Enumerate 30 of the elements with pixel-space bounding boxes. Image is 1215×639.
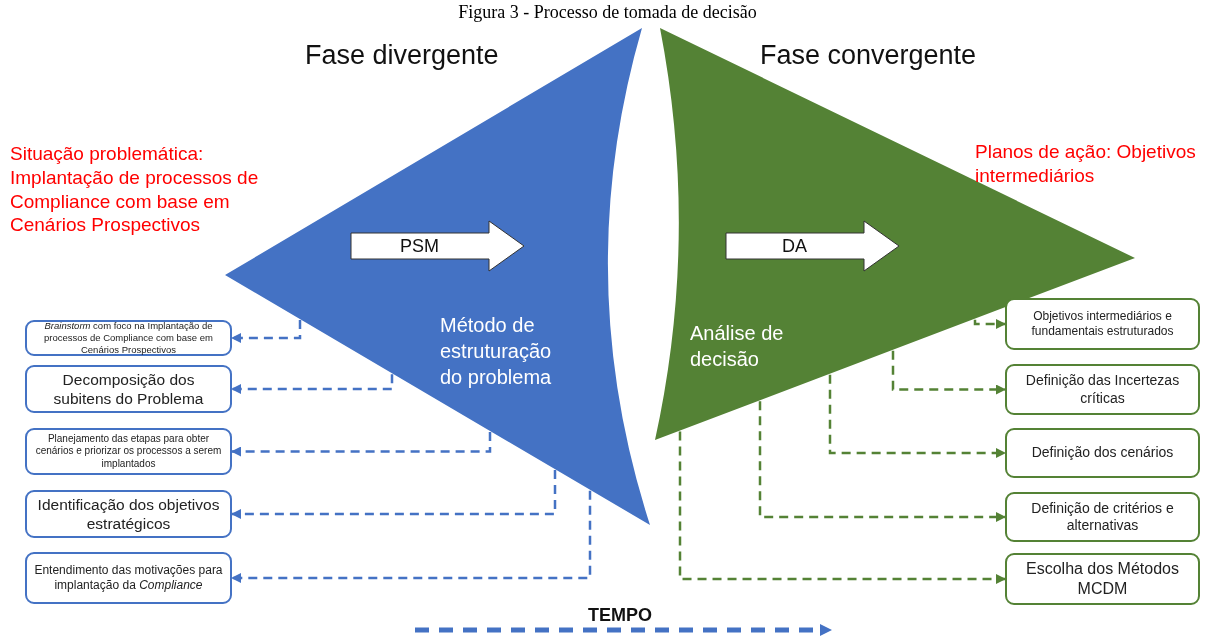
arrow-label: DA (781, 235, 808, 258)
process-box: Decomposição dos subitens do Problema (25, 365, 232, 413)
dashed-arrow (231, 320, 302, 343)
phase-heading: Fase divergente (305, 40, 499, 71)
note-text: Planos de ação: Objetivos intermediários (975, 140, 1197, 188)
dashed-arrow (758, 401, 1006, 522)
arrow-label: PSM (399, 235, 440, 258)
dashed-arrow (973, 319, 1006, 329)
dashed-arrow (231, 490, 592, 583)
process-box: Definição das Incertezas críticas (1005, 364, 1200, 415)
process-box: Brainstorm com foco na Implantação de processos de Compliance com base em Cenários Prospectivos (25, 320, 232, 356)
dashed-arrow (231, 431, 492, 457)
process-box: Definição dos cenários (1005, 428, 1200, 478)
process-box: Objetivos intermediários e fundamentais estruturados (1005, 298, 1200, 350)
note-text: Situação problemática: Implantação de processos de Compliance com base em Cenários Prospectivos (10, 142, 260, 237)
dashed-arrow (891, 350, 1006, 395)
phase-heading: Fase convergente (760, 40, 977, 71)
dashed-arrow (231, 470, 557, 519)
process-box: Definição de critérios e alternativas (1005, 492, 1200, 542)
process-box: Identificação dos objetivos estratégicos (25, 490, 232, 538)
dashed-arrow (828, 374, 1006, 458)
process-box: Escolha dos Métodos MCDM (1005, 553, 1200, 605)
process-box: Planejamento das etapas para obter cenários e priorizar os processos a serem implantados (25, 428, 232, 475)
figure-title: Figura 3 - Processo de tomada de decisão (457, 2, 758, 23)
process-box: Entendimento das motivações para implantação da Compliance (25, 552, 232, 604)
phase-description: Análise de decisão (690, 321, 785, 372)
phase-description: Método de estruturação do problema (440, 313, 553, 390)
dashed-arrow (231, 374, 394, 394)
dashed-arrow (678, 431, 1006, 584)
axis-label: TEMPO (587, 604, 653, 627)
